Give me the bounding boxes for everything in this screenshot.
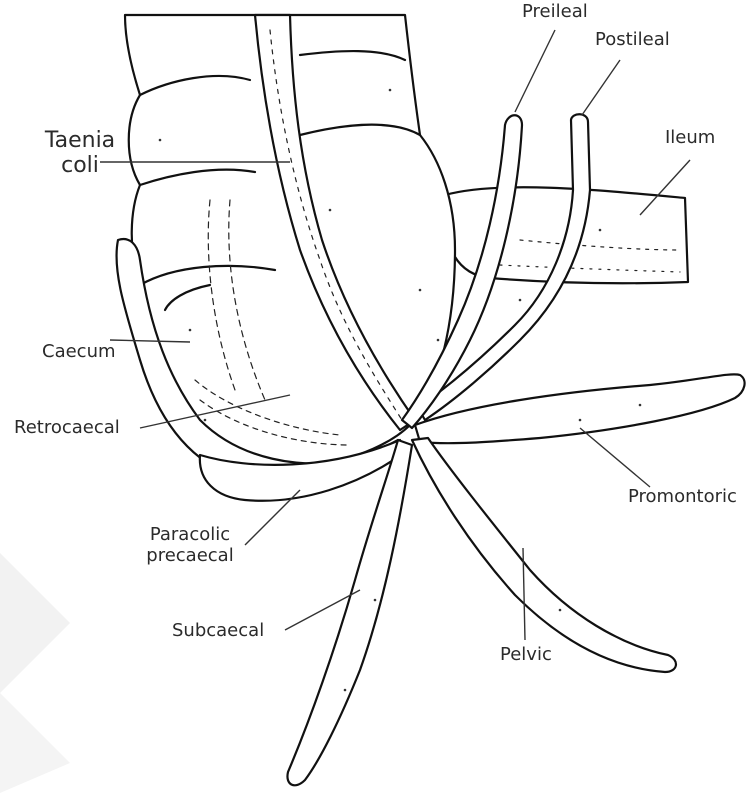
label-subcaecal: Subcaecal (172, 621, 264, 642)
label-paracolic-precaecal: Paracolic precaecal (130, 525, 250, 566)
pelvic-appendix-drawing (412, 438, 676, 672)
label-taenia-coli: Taenia coli (25, 128, 135, 179)
leader-preileal (515, 30, 555, 112)
label-caecum: Caecum (42, 342, 116, 363)
label-ileum: Ileum (665, 128, 715, 149)
label-preileal: Preileal (522, 2, 588, 23)
leader-promontoric (580, 428, 650, 487)
label-pelvic: Pelvic (500, 645, 552, 666)
leader-postileal (582, 60, 620, 115)
label-postileal: Postileal (595, 30, 670, 51)
label-retrocaecal: Retrocaecal (14, 418, 120, 439)
label-promontoric: Promontoric (628, 487, 737, 508)
